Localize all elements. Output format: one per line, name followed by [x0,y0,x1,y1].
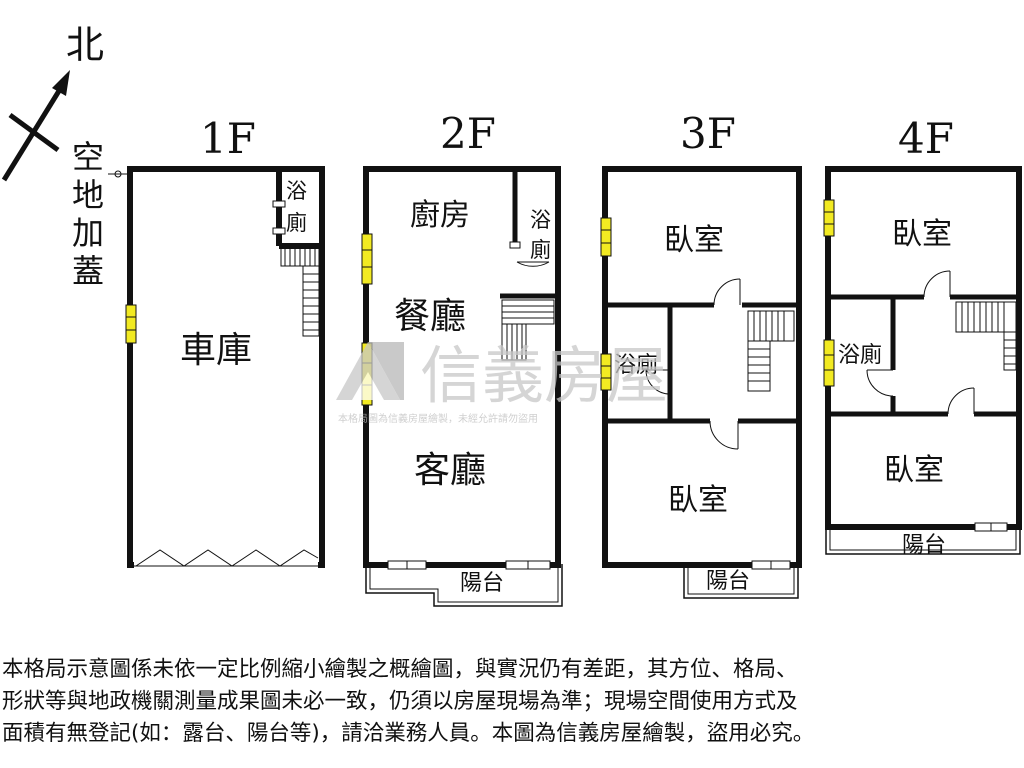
north-compass: 北 [1,23,104,182]
room-4f-bedroom-bottom: 臥室 [884,453,944,488]
door-1f-bath-top [272,200,286,208]
room-1f-bath-bottom: 廁 [286,211,307,235]
window-3f-lower [600,353,612,391]
room-4f-bath: 浴廁 [838,343,882,368]
window-3f-upper [600,217,612,257]
annex-char-2: 地 [72,176,104,214]
room-2f-bath-bottom: 廁 [530,238,551,262]
window-1f-left [125,304,137,344]
room-4f-balcony: 陽台 [902,533,946,558]
north-arrow-head [52,70,70,96]
balcony-outline-2f [365,564,563,607]
floor-label-2f: 2F [440,109,496,158]
room-2f-dining: 餐廳 [394,296,466,337]
floor-label-3f: 3F [680,109,736,158]
floor-3f: 陽台 臥室 浴廁 臥室 [600,166,802,599]
floor-label-1f: 1F [200,114,256,163]
annex-label: 空 地 加 蓋 [72,138,104,290]
watermark-brand: 信義房屋 [420,339,668,412]
dim-marker-1f [114,170,122,178]
room-3f-bath: 浴廁 [614,353,658,378]
room-4f-bedroom-top: 臥室 [892,217,952,252]
window-4f-lower [823,339,835,387]
room-2f-bath-top: 浴 [530,208,551,232]
room-1f-bath-top: 浴 [286,179,307,203]
watermark-logo-icon [336,342,404,400]
floor-plan-diagram: 北 空 地 加 蓋 1F 2F 3F 4F 浴 廁 [1,23,1022,607]
window-4f-upper [823,199,835,237]
compass-crossbar [8,112,60,153]
disclaimer-line-1: 本格局示意圖係未依一定比例縮小繪製之概繪圖，與實況仍有差距，其方位、格局、 [2,657,798,682]
garage-door-1f [134,562,318,568]
room-2f-kitchen: 廚房 [410,198,470,233]
floor-1f: 浴 廁 車庫 [108,166,325,568]
stairs-3f [747,310,795,392]
disclaimer: 本格局示意圖係未依一定比例縮小繪製之概繪圖，與實況仍有差距，其方位、格局、 形狀… [2,654,1022,750]
annex-char-1: 空 [72,138,104,176]
room-2f-living: 客廳 [414,450,486,491]
annex-char-3: 加 [72,214,104,252]
window-2f-upper [361,233,373,285]
floor-4f: 陽台 臥室 [823,166,1022,558]
room-3f-bedroom-top: 臥室 [664,223,724,258]
watermark: 信義房屋 本格局圖為信義房屋繪製，未經允許請勿盜用 [336,339,668,425]
north-label: 北 [66,23,104,67]
disclaimer-line-3: 面積有無登記(如：露台、陽台等)，請洽業務人員。本圖為信義房屋繪製，盜用必究。 [2,721,815,746]
stairs-1f [280,247,320,337]
room-3f-balcony: 陽台 [706,569,750,594]
door-1f-bath-bottom [272,227,286,235]
disclaimer-line-2: 形狀等與地政機關測量成果圖未必一致，仍須以房屋現場為準；現場空間使用方式及 [2,689,798,714]
room-2f-balcony: 陽台 [460,571,504,596]
watermark-subtext: 本格局圖為信義房屋繪製，未經允許請勿盜用 [338,412,538,425]
stairs-4f [955,301,1017,371]
annex-char-4: 蓋 [72,252,104,290]
room-3f-bedroom-bottom: 臥室 [668,483,728,518]
room-1f-garage: 車庫 [180,330,252,371]
stairs-2f [501,299,555,361]
floor-label-4f: 4F [898,114,954,163]
